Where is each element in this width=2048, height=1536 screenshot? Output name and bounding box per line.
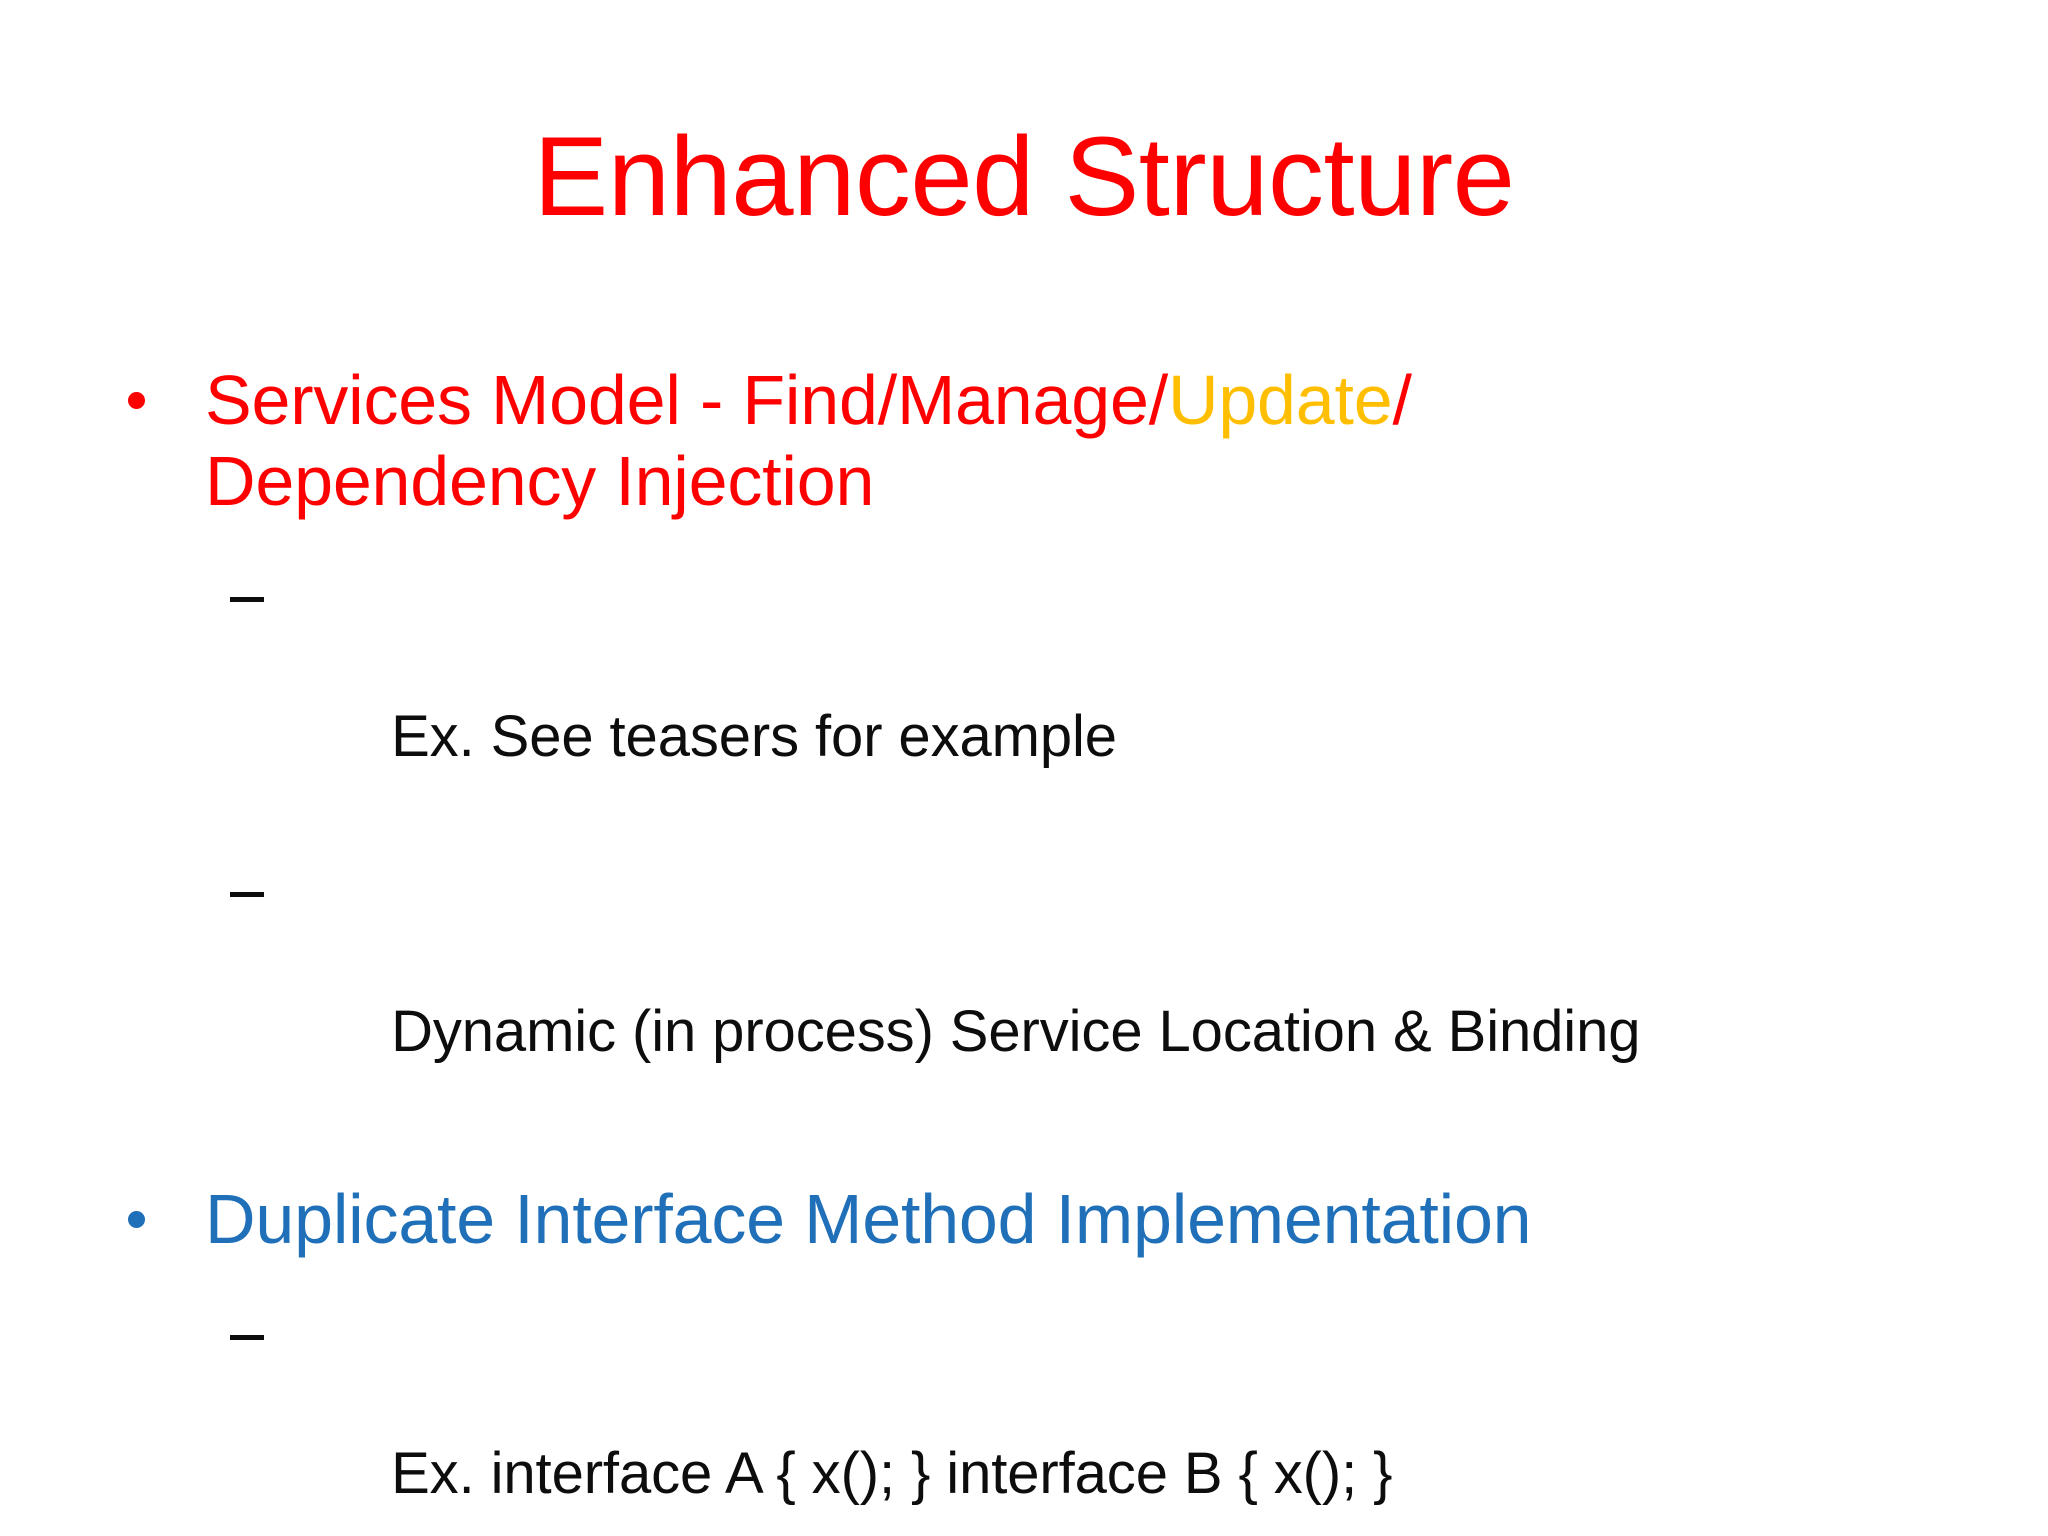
bullet-duplicate-interface: Duplicate Interface Method Implementatio…: [0, 1179, 2048, 1260]
sub-bullet-teasers-label: Ex. See teasers for example: [391, 703, 1117, 769]
dash-bullet-icon: [230, 597, 264, 603]
sub-bullet-teasers: Ex. See teasers for example: [0, 568, 2048, 837]
sub-bullet-dynamic-binding-label: Dynamic (in process) Service Location & …: [391, 998, 1641, 1064]
bullet-run-update: Update: [1167, 361, 1393, 439]
dash-bullet-icon: [230, 1334, 264, 1340]
bullet-run-services-model: Services Model - Find/Manage/: [205, 361, 1168, 439]
slide-title: Enhanced Structure: [533, 114, 1515, 239]
bullet-duplicate-interface-label: Duplicate Interface Method Implementatio…: [205, 1179, 1532, 1258]
spacer: [0, 1133, 2048, 1179]
sub-bullet-interface-example-label: Ex. interface A { x(); } interface B { x…: [391, 1441, 1393, 1507]
bullet-services-model: Services Model - Find/Manage/Update/ Dep…: [0, 360, 2048, 522]
dash-bullet-icon: [230, 892, 264, 898]
spacer: [0, 837, 2048, 863]
sub-bullet-interface-example: Ex. interface A { x(); } interface B { x…: [0, 1306, 2048, 1536]
spacer: [0, 528, 2048, 568]
bullet-dot-icon: [128, 1210, 145, 1228]
slide-body: Services Model - Find/Manage/Update/ Dep…: [0, 360, 2048, 1536]
bullet-dot-icon: [128, 392, 145, 410]
bullet-run-slash: /: [1392, 361, 1412, 439]
sub-bullet-dynamic-binding: Dynamic (in process) Service Location & …: [0, 863, 2048, 1132]
bullet-line-dependency-injection: Dependency Injection: [205, 442, 875, 521]
spacer: [0, 1266, 2048, 1306]
